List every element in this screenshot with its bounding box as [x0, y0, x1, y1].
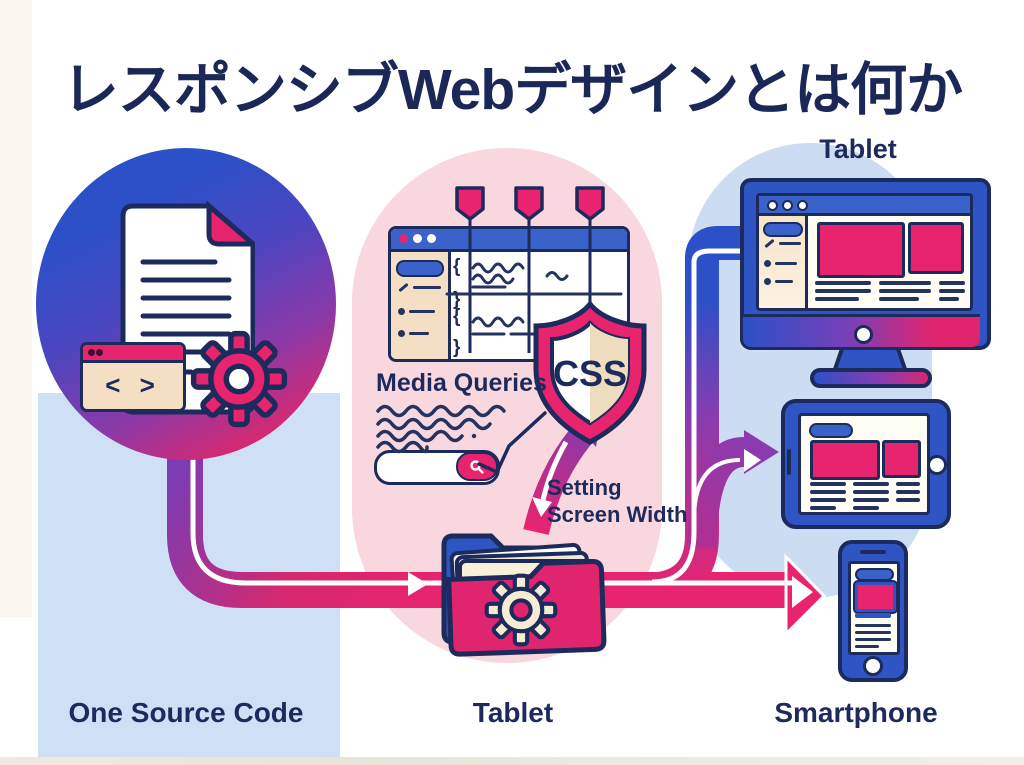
gear-icon: [190, 330, 288, 428]
search-bar: [374, 450, 500, 485]
desktop-monitor-icon: [740, 178, 991, 350]
side-block: [908, 222, 964, 274]
phone-home-button: [863, 656, 883, 676]
window-dot-icon: [797, 200, 808, 211]
pencil-icon: [398, 282, 409, 293]
bullet-icon: [398, 330, 405, 337]
text-lines: [815, 281, 871, 301]
text-lines: [855, 624, 891, 648]
left-edge-strip: [0, 0, 32, 617]
window-dot-icon: [427, 234, 436, 243]
column-label-source: One Source Code: [68, 697, 304, 728]
bullet-icon: [764, 278, 771, 285]
angle-brackets-glyph: < >: [105, 370, 161, 400]
text-lines: [939, 281, 965, 301]
browser-sidebar: [391, 252, 451, 359]
brace-glyph: }: [453, 289, 461, 310]
brace-glyph: {: [453, 256, 461, 277]
window-dot-icon: [413, 234, 422, 243]
column-label-stylesheet: Tablet: [472, 697, 554, 728]
search-button: [456, 452, 498, 481]
monitor-chin: [743, 314, 980, 347]
smartphone-icon: [838, 540, 908, 682]
phone-speaker: [860, 550, 886, 554]
page-title: レスポンシブWebデザインとは何か: [61, 58, 963, 122]
bottom-strip: [0, 757, 1024, 765]
tablet-home-button: [927, 455, 947, 475]
bullet-icon: [764, 260, 771, 267]
code-window-titlebar: [83, 345, 183, 363]
column-label-devices: Smartphone: [774, 697, 938, 728]
monitor-sidebar: [759, 216, 808, 308]
monitor-power-dot: [853, 325, 873, 344]
media-queries-label: Media Queries: [376, 369, 547, 397]
phone-screen: [848, 561, 900, 655]
window-dot-icon: [782, 200, 793, 211]
window-dot-icon: [767, 200, 778, 211]
brace-glyph: }: [453, 337, 461, 358]
bullet-icon: [398, 308, 405, 315]
pencil-icon: [764, 238, 775, 249]
monitor-screen: [756, 193, 973, 311]
folder-gear-icon: [487, 576, 556, 645]
browser-titlebar: [391, 229, 627, 252]
hero-block: [817, 222, 905, 278]
text-lines: [879, 281, 931, 301]
magnifier-icon: [470, 459, 484, 474]
tablet-speaker: [787, 449, 791, 475]
code-window-icon: < >: [80, 342, 186, 412]
text-lines: [853, 482, 889, 510]
brace-glyph: {: [453, 306, 461, 327]
folder-icon: [441, 533, 607, 657]
tablet-icon: [781, 399, 951, 529]
text-lines: [810, 482, 846, 510]
css-shield-icon: CSS: [533, 299, 647, 445]
tablet-top-label: Tablet: [819, 134, 897, 164]
sidebar-pill: [396, 260, 444, 277]
tablet-screen: [798, 413, 930, 515]
monitor-browser-titlebar: [759, 196, 970, 216]
text-lines: [896, 482, 920, 502]
setting-screen-width-label: Setting Screen Width: [547, 475, 688, 527]
css-badge-text: CSS: [553, 353, 627, 394]
window-dot-icon: [399, 234, 408, 243]
